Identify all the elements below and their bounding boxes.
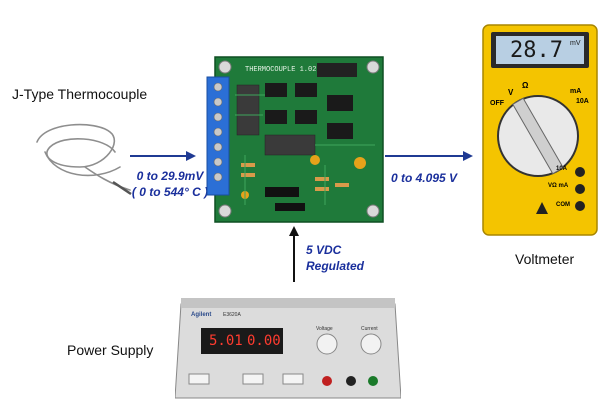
voltmeter-body bbox=[482, 24, 598, 236]
mount-hole-tr bbox=[366, 60, 380, 74]
range-button[interactable] bbox=[242, 373, 264, 385]
board-silkscreen: THERMOCOUPLE 1.02 bbox=[245, 66, 316, 74]
dial-label-off: OFF bbox=[490, 100, 504, 107]
input-temp-label: ( 0 to 544° C ) bbox=[131, 185, 209, 199]
supply-arrow bbox=[289, 226, 299, 282]
output-arrow-head bbox=[463, 151, 473, 161]
negative-terminal[interactable] bbox=[346, 376, 356, 386]
jack-com[interactable] bbox=[575, 201, 585, 211]
ps-voltage-label: Voltage bbox=[316, 326, 333, 332]
ps-display bbox=[201, 328, 283, 354]
warning-icon bbox=[536, 202, 548, 214]
wire-tail bbox=[84, 166, 131, 191]
power-supply-body bbox=[175, 298, 401, 399]
input-range-label: 0 to 29.9mV bbox=[136, 169, 204, 183]
positive-terminal[interactable] bbox=[322, 376, 332, 386]
voltage-knob[interactable] bbox=[316, 333, 338, 355]
ps-model: E3620A bbox=[223, 312, 241, 318]
thermocouple-image bbox=[36, 123, 132, 196]
lcd-screen bbox=[496, 36, 584, 64]
terminal-screws bbox=[213, 82, 223, 182]
wire-coil bbox=[36, 123, 116, 168]
ps-brand: Agilent bbox=[191, 312, 212, 318]
input-arrow bbox=[130, 151, 196, 161]
output-range-label: 0 to 4.095 V bbox=[390, 171, 458, 185]
input-arrow-head bbox=[186, 151, 196, 161]
wire-loop bbox=[44, 151, 121, 177]
cc-button[interactable] bbox=[282, 373, 304, 385]
jack-label-vohm: VΩ mA bbox=[548, 183, 569, 189]
jack-vohm[interactable] bbox=[575, 184, 585, 194]
mount-hole-br bbox=[366, 204, 380, 218]
dial-label-10a: 10A bbox=[576, 98, 589, 105]
resistors bbox=[241, 163, 349, 191]
probe-tip bbox=[112, 180, 132, 196]
current-knob[interactable] bbox=[360, 333, 382, 355]
power-switch[interactable] bbox=[188, 373, 210, 385]
ps-display-voltage: 5.01 bbox=[209, 333, 243, 349]
voltmeter: 28.7 mV V Ω OFF mA 10A 10A VΩ mA COM bbox=[482, 24, 598, 236]
dial-label-ma: mA bbox=[570, 88, 582, 95]
thermocouple-label: J-Type Thermocouple bbox=[12, 86, 148, 102]
mount-hole-tl bbox=[218, 60, 232, 74]
dial-label-v: V bbox=[508, 88, 514, 97]
ic-sockets bbox=[236, 84, 316, 156]
voltmeter-reading: 28.7 bbox=[510, 38, 563, 63]
pcb-traces bbox=[235, 94, 375, 205]
ps-current-label: Current bbox=[361, 326, 378, 332]
jack-label-com: COM bbox=[556, 202, 570, 208]
capacitors bbox=[241, 155, 366, 199]
jumper-headers bbox=[265, 187, 305, 211]
ground-terminal[interactable] bbox=[368, 376, 378, 386]
supply-regulated-label: Regulated bbox=[306, 259, 365, 273]
ps-display-current: 0.00 bbox=[247, 333, 281, 349]
thermocouple-board: THERMOCOUPLE 1.02 bbox=[206, 56, 384, 223]
power-supply: Agilent E3620A 5.01 0.00 Voltage Current bbox=[175, 296, 401, 404]
dial-pointer bbox=[512, 97, 564, 175]
jack-label-10a: 10A bbox=[556, 166, 568, 172]
voltmeter-label: Voltmeter bbox=[515, 251, 575, 267]
supply-voltage-label: 5 VDC bbox=[306, 243, 342, 257]
jack-10a[interactable] bbox=[575, 167, 585, 177]
voltmeter-unit: mV bbox=[570, 40, 581, 47]
output-arrow bbox=[385, 151, 473, 161]
supply-arrow-head bbox=[289, 226, 299, 236]
ic-chips bbox=[265, 83, 353, 139]
mount-hole-bl bbox=[218, 204, 232, 218]
power-supply-label: Power Supply bbox=[67, 342, 154, 358]
dial-label-ohm: Ω bbox=[522, 81, 529, 90]
top-header bbox=[317, 63, 357, 77]
